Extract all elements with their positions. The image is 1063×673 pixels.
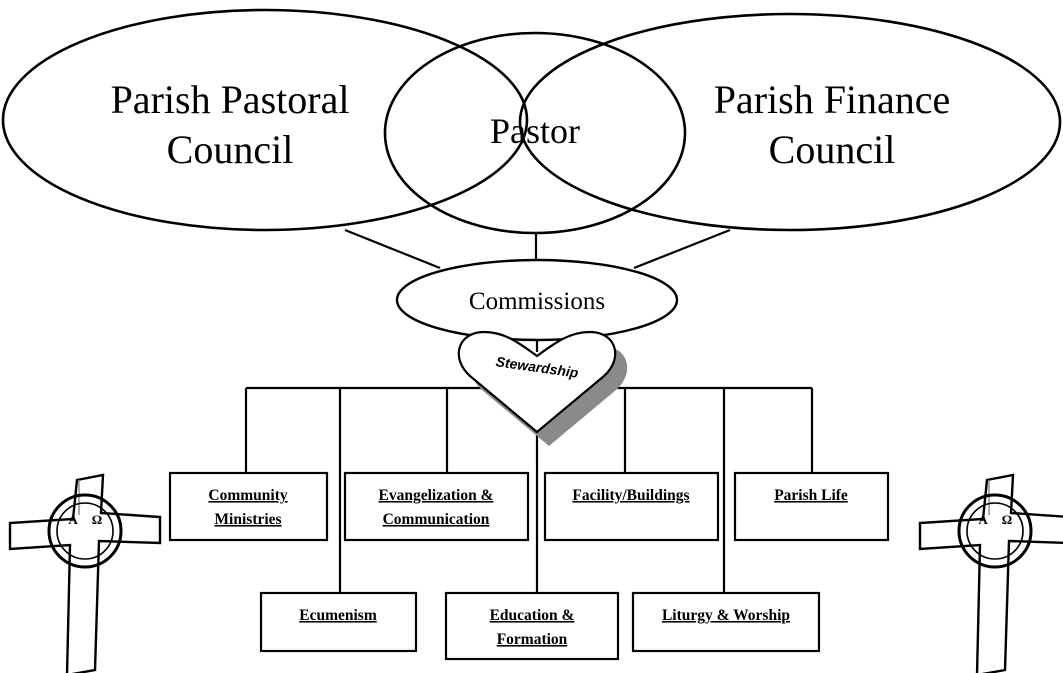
connector-pastoral [344, 228, 441, 270]
parish-life-label: Parish Life [774, 487, 848, 504]
education-line2: Formation [497, 631, 568, 648]
box-parish-life: Parish Life [733, 471, 890, 542]
community-ministries-line1: Community [208, 487, 287, 504]
box-education: Education & Formation [444, 591, 620, 661]
liturgy-label: Liturgy & Worship [662, 607, 790, 624]
celtic-cross-icon: A Ω [918, 473, 1063, 673]
heart-shape [457, 330, 617, 434]
community-ministries-line2: Ministries [214, 511, 281, 528]
pastoral-council-label-line1: Parish Pastoral [111, 77, 350, 122]
omega-symbol: Ω [92, 512, 102, 527]
finance-council-label-line1: Parish Finance [714, 77, 951, 122]
celtic-cross-icon: A Ω [8, 473, 162, 673]
box-facility: Facility/Buildings [543, 471, 720, 542]
box-ecumenism: Ecumenism [259, 591, 418, 653]
pastor-label: Pastor [490, 111, 580, 151]
alpha-symbol: A [68, 512, 78, 527]
finance-council-ellipse [518, 12, 1062, 232]
stewardship-heart: Stewardship [457, 330, 628, 446]
facility-label: Facility/Buildings [572, 487, 689, 504]
omega-symbol: Ω [1002, 512, 1012, 527]
box-liturgy: Liturgy & Worship [631, 591, 821, 653]
evangelization-line1: Evangelization & [379, 487, 494, 504]
alpha-symbol: A [978, 512, 988, 527]
connector-finance [633, 228, 731, 270]
ecumenism-label: Ecumenism [299, 607, 377, 624]
pastoral-council-label-line2: Council [167, 127, 294, 172]
finance-council-label-line2: Council [769, 127, 896, 172]
box-community-ministries: Community Ministries [168, 471, 329, 542]
evangelization-line2: Communication [383, 511, 490, 528]
commissions-label: Commissions [469, 288, 605, 315]
box-evangelization: Evangelization & Communication [343, 471, 530, 542]
pastoral-council-ellipse [1, 8, 529, 232]
education-line1: Education & [490, 607, 575, 624]
